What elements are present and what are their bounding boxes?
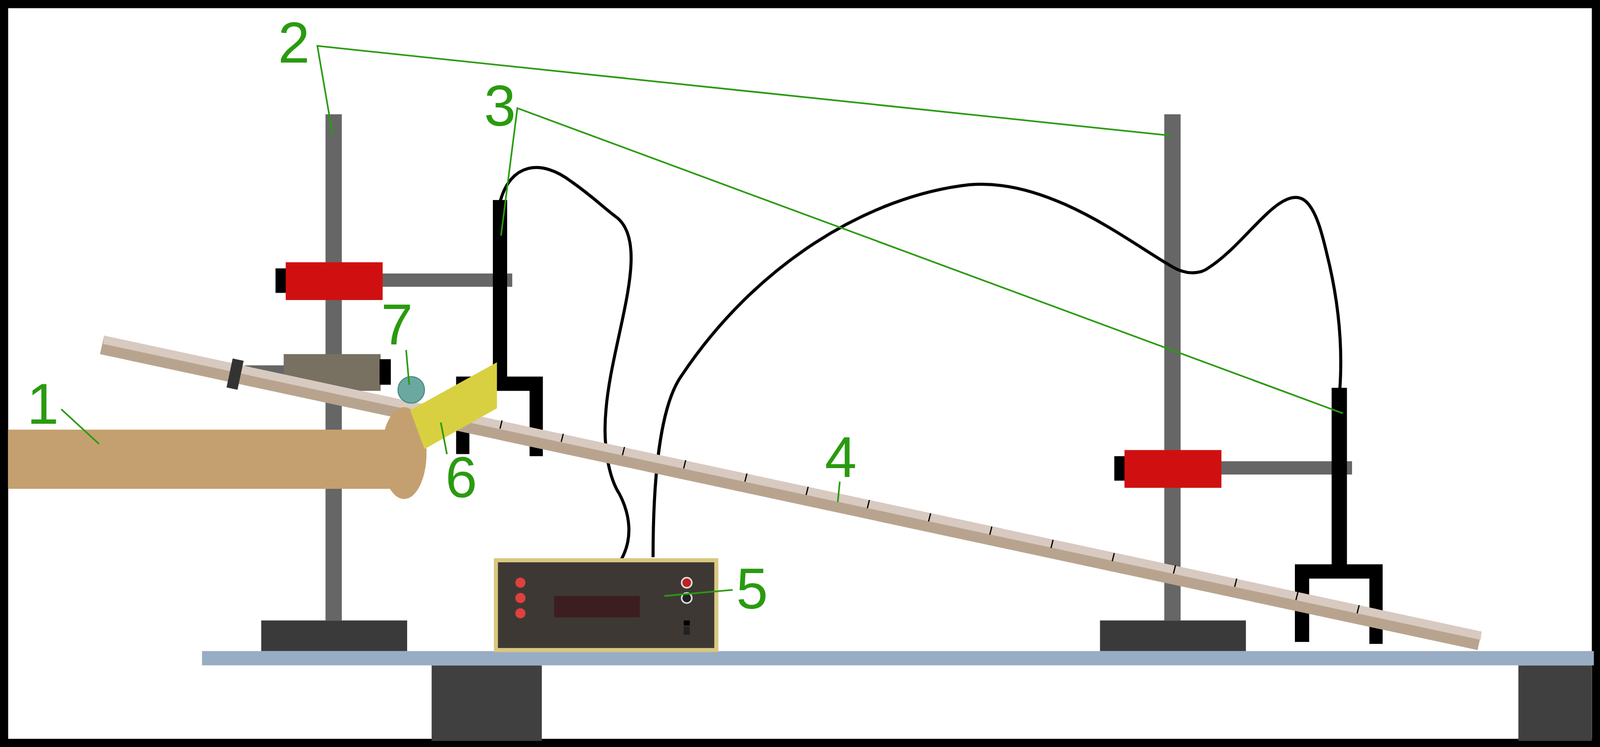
leader-lines	[61, 45, 1343, 596]
callout-number: 7	[381, 296, 414, 354]
switch	[683, 626, 690, 636]
frame	[3, 3, 1596, 743]
display	[554, 595, 640, 618]
stand-base	[1100, 620, 1247, 652]
yellow-cylinder	[410, 362, 497, 450]
switch	[683, 620, 690, 626]
callout-number: 1	[27, 375, 60, 433]
launcher-cap	[379, 359, 391, 385]
callout-number: 6	[445, 449, 478, 507]
tube	[8, 429, 405, 489]
photogate	[1331, 387, 1348, 567]
ball	[397, 376, 425, 404]
clamp	[1124, 450, 1222, 488]
clamp-rod	[381, 273, 513, 287]
callout-number: 5	[735, 560, 768, 618]
stand-base	[261, 620, 408, 652]
wire	[653, 184, 1341, 558]
socket	[681, 577, 693, 589]
photogate	[492, 200, 508, 379]
rail-stop	[226, 358, 244, 390]
indicator	[515, 592, 526, 604]
stand-pole	[1164, 114, 1181, 621]
table-top	[202, 651, 1595, 666]
clamp	[285, 262, 383, 301]
timer	[495, 560, 717, 651]
table-leg	[1518, 665, 1592, 741]
callout-number: 3	[484, 77, 517, 135]
indicator	[515, 577, 526, 589]
indicator	[515, 608, 526, 619]
inclined-rail	[100, 335, 1482, 651]
callout-number: 4	[825, 428, 858, 487]
wire	[499, 167, 631, 560]
callout-number: 2	[278, 14, 311, 72]
table-leg	[431, 665, 543, 741]
